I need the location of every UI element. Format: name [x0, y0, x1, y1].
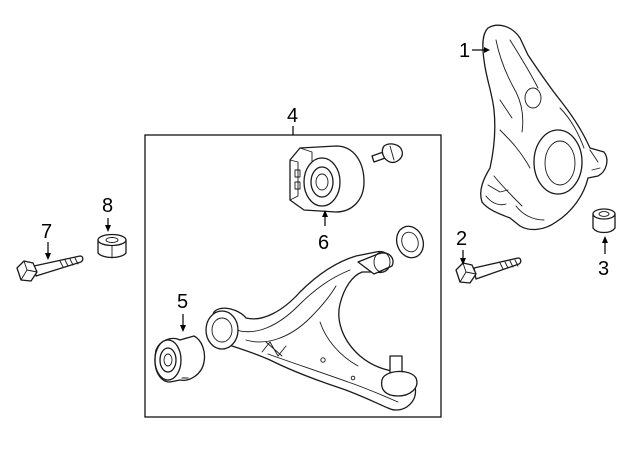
callout-2: 2 — [456, 228, 467, 265]
seal-ring[interactable] — [392, 223, 427, 262]
callout-6: 6 — [318, 210, 329, 254]
nut-8[interactable] — [97, 233, 127, 259]
control-arm-assembly-group — [144, 126, 442, 418]
bushing-6[interactable] — [289, 145, 365, 213]
callout-8: 8 — [102, 195, 113, 232]
callout-6-label: 6 — [318, 232, 329, 254]
bolt-7[interactable] — [16, 255, 84, 282]
callout-8-label: 8 — [102, 195, 113, 217]
callout-5: 5 — [177, 291, 188, 332]
callout-5-label: 5 — [177, 291, 188, 313]
callout-1-label: 1 — [459, 40, 470, 62]
callout-3: 3 — [598, 236, 609, 280]
steering-knuckle[interactable] — [480, 24, 608, 231]
bolt-2[interactable] — [455, 257, 522, 284]
callout-1: 1 — [459, 40, 490, 62]
small-bolt[interactable] — [371, 143, 403, 164]
callout-1-arrow — [484, 47, 490, 53]
callout-4-label: 4 — [287, 105, 298, 127]
callout-7: 7 — [41, 221, 52, 260]
ball-joint[interactable] — [380, 355, 418, 397]
callout-2-label: 2 — [456, 228, 467, 250]
callout-7-label: 7 — [41, 221, 52, 243]
bushing-5[interactable] — [154, 335, 206, 383]
nut-3[interactable] — [592, 208, 616, 234]
lower-control-arm[interactable] — [205, 250, 417, 411]
callout-3-label: 3 — [598, 258, 609, 280]
